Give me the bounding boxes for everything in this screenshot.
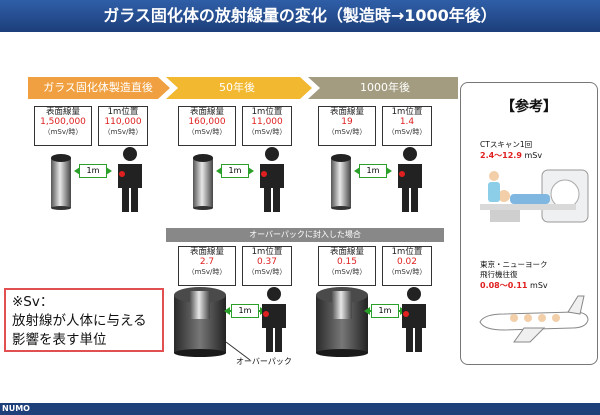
m1-dose-box: 1m位置 11,000 （mSv/時） <box>242 106 292 146</box>
distance-label: 1m <box>221 164 249 178</box>
m1-dose-value: 110,000 <box>104 117 142 127</box>
m1-dose-label: 1m位置 <box>251 107 283 117</box>
m1-dose-box: 1m位置 110,000 （mSv/時） <box>98 106 148 146</box>
surface-dose-label: 表面線量 <box>189 247 224 257</box>
sv-note-line1: ※Sv： <box>12 294 54 310</box>
airplane-icon <box>479 295 589 343</box>
glass-canister-icon <box>193 154 213 210</box>
m1-dose-unit: （mSv/時） <box>247 128 287 136</box>
surface-dose-unit: （mSv/時） <box>327 268 367 276</box>
person-icon <box>402 287 426 352</box>
surface-dose-value: 19 <box>341 117 353 127</box>
overpack-caption: オーバーパック <box>236 357 292 366</box>
surface-dose-label: 表面線量 <box>329 247 364 257</box>
m1-dose-unit: （mSv/時） <box>247 268 287 276</box>
distance-label: 1m <box>359 164 387 178</box>
sv-note-line2: 放射線が人体に与える <box>12 313 147 329</box>
surface-dose-value: 0.15 <box>336 257 358 267</box>
stage-header-2: 50年後 <box>219 81 255 94</box>
sv-note-line3: 影響を表す単位 <box>12 332 107 348</box>
flight-dose: 0.08〜0.11 mSv <box>480 280 548 291</box>
glass-canister-icon <box>51 154 71 210</box>
flight-label-1: 東京・ニューヨーク <box>480 260 548 269</box>
m1-dose-label: 1m位置 <box>107 107 139 117</box>
distance-label: 1m <box>79 164 107 178</box>
distance-label: 1m <box>371 304 399 318</box>
surface-dose-unit: （mSv/時） <box>43 128 83 136</box>
surface-dose-unit: （mSv/時） <box>187 128 227 136</box>
person-icon <box>398 147 422 212</box>
flight-unit: mSv <box>527 281 548 290</box>
m1-dose-unit: （mSv/時） <box>103 128 143 136</box>
surface-dose-unit: （mSv/時） <box>327 128 367 136</box>
glass-canister-icon <box>331 154 351 210</box>
person-icon <box>260 147 284 212</box>
overpack-canister-icon <box>174 287 226 357</box>
surface-dose-label: 表面線量 <box>329 107 364 117</box>
m1-dose-label: 1m位置 <box>251 247 283 257</box>
m1-dose-unit: （mSv/時） <box>387 268 427 276</box>
overpack-header: オーバーパックに封入した場合 <box>166 228 444 242</box>
footer-bar <box>0 403 600 415</box>
ct-scanner-icon <box>480 169 589 223</box>
sv-note: ※Sv： 放射線が人体に与える 影響を表す単位 <box>4 288 164 352</box>
surface-dose-label: 表面線量 <box>45 107 80 117</box>
page-title: ガラス固化体の放射線量の変化（製造時→1000年後） <box>0 0 600 32</box>
m1-dose-box: 1m位置 0.37 （mSv/時） <box>242 246 292 286</box>
flight-value: 0.08〜0.11 <box>480 281 528 290</box>
surface-dose-value: 160,000 <box>188 117 226 127</box>
surface-dose-value: 2.7 <box>199 257 215 267</box>
person-icon <box>262 287 286 352</box>
surface-dose-value: 1,500,000 <box>40 117 86 127</box>
person-icon <box>118 147 142 212</box>
stage-header-1: ガラス固化体製造直後 <box>43 81 153 94</box>
ct-dose: 2.4〜12.9 mSv <box>480 150 542 161</box>
m1-dose-value: 1.4 <box>399 117 415 127</box>
ct-value: 2.4〜12.9 <box>480 151 522 160</box>
stage-header-3: 1000年後 <box>360 81 410 94</box>
stage-arrow-3 <box>308 77 458 99</box>
m1-dose-value: 0.37 <box>256 257 278 267</box>
overpack-canister-icon <box>316 287 368 357</box>
surface-dose-unit: （mSv/時） <box>187 268 227 276</box>
stage-arrow-2 <box>166 77 312 99</box>
m1-dose-value: 0.02 <box>396 257 418 267</box>
surface-dose-box: 表面線量 160,000 （mSv/時） <box>178 106 236 146</box>
m1-dose-box: 1m位置 0.02 （mSv/時） <box>382 246 432 286</box>
m1-dose-value: 11,000 <box>251 117 283 127</box>
stage-arrow-1 <box>28 77 170 99</box>
m1-dose-box: 1m位置 1.4 （mSv/時） <box>382 106 432 146</box>
surface-dose-box: 表面線量 2.7 （mSv/時） <box>178 246 236 286</box>
flight-label-2: 飛行機往復 <box>480 270 518 279</box>
surface-dose-box: 表面線量 19 （mSv/時） <box>318 106 376 146</box>
caption-pointer-line <box>225 341 251 361</box>
m1-dose-label: 1m位置 <box>391 247 423 257</box>
stage-ribbon <box>28 77 458 99</box>
m1-dose-label: 1m位置 <box>391 107 423 117</box>
ct-label: CTスキャン1回 <box>480 140 533 149</box>
m1-dose-unit: （mSv/時） <box>387 128 427 136</box>
ct-unit: mSv <box>521 151 543 160</box>
surface-dose-label: 表面線量 <box>189 107 224 117</box>
surface-dose-box: 表面線量 1,500,000 （mSv/時） <box>34 106 92 146</box>
reference-title: 【参考】 <box>501 99 557 115</box>
numo-logo: NUMO <box>2 404 30 413</box>
surface-dose-box: 表面線量 0.15 （mSv/時） <box>318 246 376 286</box>
distance-label: 1m <box>231 304 259 318</box>
